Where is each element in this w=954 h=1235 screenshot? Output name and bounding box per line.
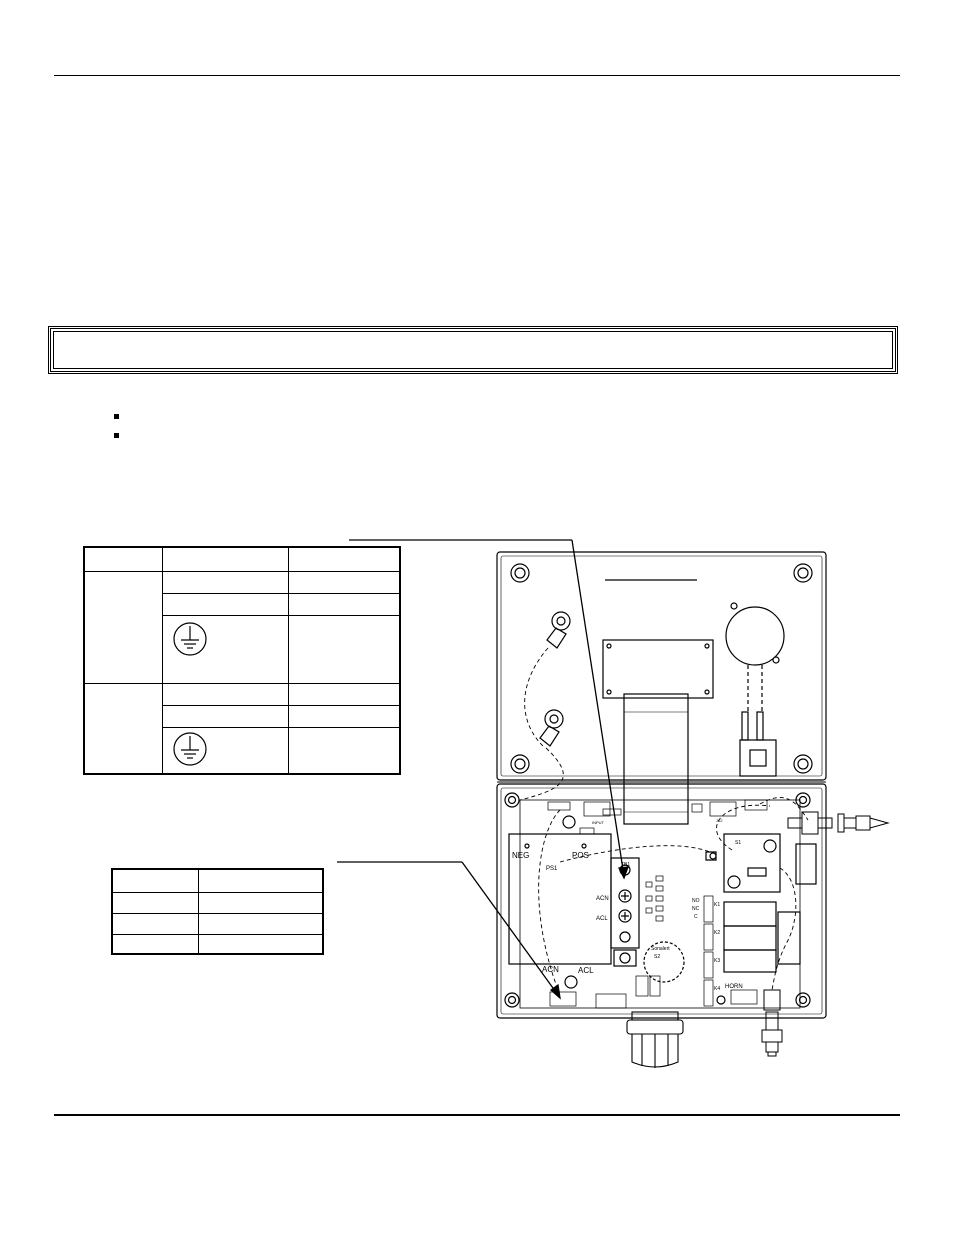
side-fitting xyxy=(787,811,890,835)
label-acl-lower: ACL xyxy=(578,966,594,975)
label-input: INPUT xyxy=(592,820,605,825)
switch-s1 xyxy=(723,833,781,893)
display-module xyxy=(602,639,714,699)
wiring-table-cell xyxy=(288,614,401,684)
sonalert-horn xyxy=(725,606,785,666)
label-ps1: PS1 xyxy=(546,866,558,872)
ground-symbol-icon xyxy=(173,621,207,656)
lid-connector xyxy=(739,739,777,777)
wiring-table-cell xyxy=(162,726,289,774)
wiring-table-header-cell xyxy=(162,546,289,572)
label-j12: J12 xyxy=(716,818,723,823)
label-c: C xyxy=(694,914,698,920)
label-sonalert: Sonalert xyxy=(651,946,670,952)
bullet-2 xyxy=(114,433,119,438)
label-s2: S2 xyxy=(654,954,660,960)
label-neg: NEG xyxy=(512,851,529,860)
label-horn: HORN xyxy=(725,984,743,990)
label-pos: POS xyxy=(572,851,589,860)
label-acn-tb: ACN xyxy=(596,896,609,902)
base-screw-icon xyxy=(504,792,811,1008)
sonalert-s2 xyxy=(643,941,685,983)
terminal-block-tb1 xyxy=(610,857,640,949)
wiring-table xyxy=(83,546,401,775)
dc-table-header-cell xyxy=(198,868,324,893)
dc-wiring-table xyxy=(111,868,324,955)
leader-lines xyxy=(337,539,629,1000)
dc-table-header-cell xyxy=(111,868,199,893)
ring-terminal-icon xyxy=(539,611,571,747)
bullet-1 xyxy=(114,414,119,419)
wiring-table-group-cell xyxy=(83,570,163,684)
label-k4: K4 xyxy=(714,986,720,992)
dc-table-cell xyxy=(198,933,324,955)
wiring-table-group-cell xyxy=(83,682,163,774)
label-tb1: TB1 xyxy=(621,862,630,868)
dc-connector xyxy=(549,991,577,1007)
label-nc: NC xyxy=(692,906,700,912)
wiring-table-cell xyxy=(162,704,289,728)
cable-gland xyxy=(626,1011,684,1068)
ribbon-cable xyxy=(623,693,689,825)
main-pcb xyxy=(519,799,801,1009)
ground-symbol-icon xyxy=(173,731,207,766)
label-k2: K2 xyxy=(714,930,720,936)
label-no: NO xyxy=(692,898,700,904)
wiring-table-cell xyxy=(288,704,401,728)
lid-screw-icon xyxy=(510,563,813,774)
label-acl-tb: ACL xyxy=(596,916,608,922)
section-heading-box xyxy=(48,326,898,374)
wiring-table-cell xyxy=(162,614,289,684)
footer-rule xyxy=(54,1114,900,1116)
label-acn-lower: ACN xyxy=(542,965,559,974)
header-rule xyxy=(54,75,900,76)
label-k1: K1 xyxy=(714,902,720,908)
label-s1: S1 xyxy=(735,840,741,846)
label-k3: K3 xyxy=(714,958,720,964)
enclosure-base xyxy=(496,783,890,1068)
bottom-fitting xyxy=(761,989,783,1057)
enclosure-lid xyxy=(496,551,827,825)
wiring-table-cell xyxy=(288,726,401,774)
